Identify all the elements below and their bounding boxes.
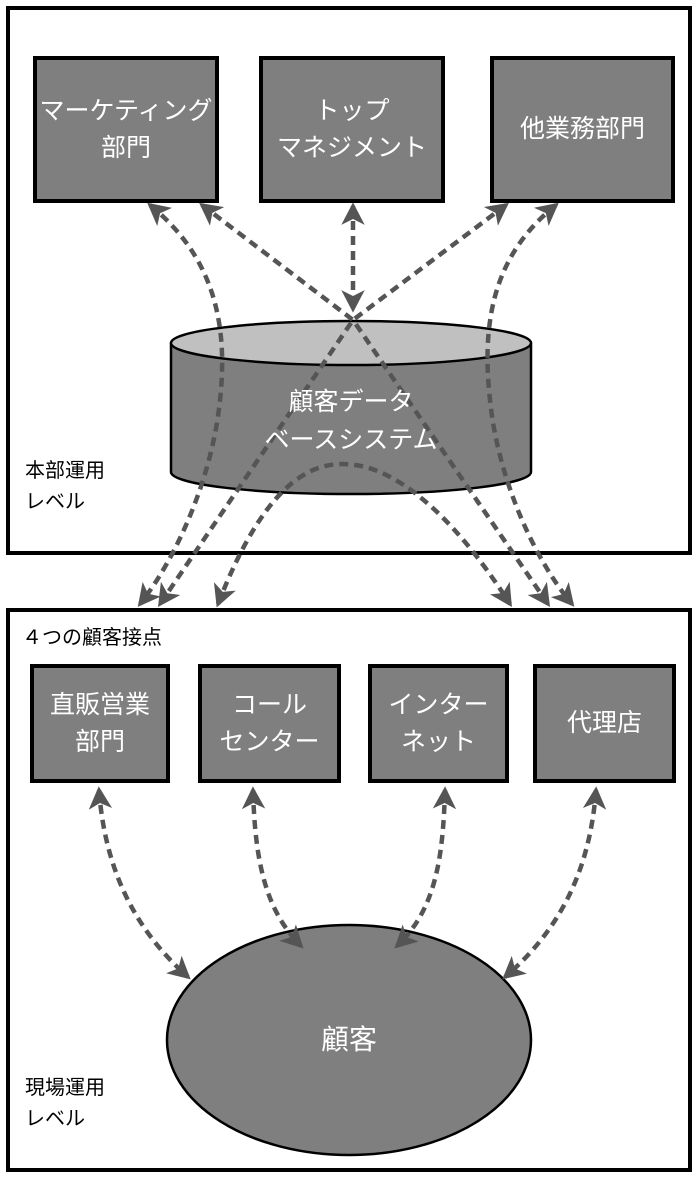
field-level-label: 現場運用 レベル — [25, 1075, 105, 1130]
hq-level-label: 本部運用 レベル — [25, 458, 105, 513]
touchpoint-internet-label: インター ネット — [388, 690, 489, 756]
customer-label: 顧客 — [320, 1023, 377, 1056]
dept-marketing-label: マーケティング 部門 — [39, 96, 213, 162]
touchpoints-title: ４つの顧客接点 — [22, 625, 162, 649]
touchpoint-call-center: コール センター — [198, 664, 341, 783]
touchpoint-agency: 代理店 — [533, 664, 676, 783]
dept-top-management: トップ マネジメント — [259, 56, 445, 203]
touchpoint-call-center-label: コール センター — [219, 690, 320, 756]
touchpoint-direct-sales-label: 直販営業 部門 — [49, 690, 150, 756]
database-label: 顧客データ ベースシステム — [264, 387, 438, 454]
touchpoint-agency-label: 代理店 — [566, 708, 642, 738]
dept-other-business: 他業務部門 — [490, 56, 675, 203]
touchpoint-direct-sales: 直販営業 部門 — [30, 664, 170, 783]
dept-marketing: マーケティング 部門 — [33, 56, 219, 203]
dept-top-management-label: トップ マネジメント — [276, 96, 427, 162]
touchpoint-internet: インター ネット — [368, 664, 509, 783]
dept-other-business-label: 他業務部門 — [519, 114, 645, 144]
